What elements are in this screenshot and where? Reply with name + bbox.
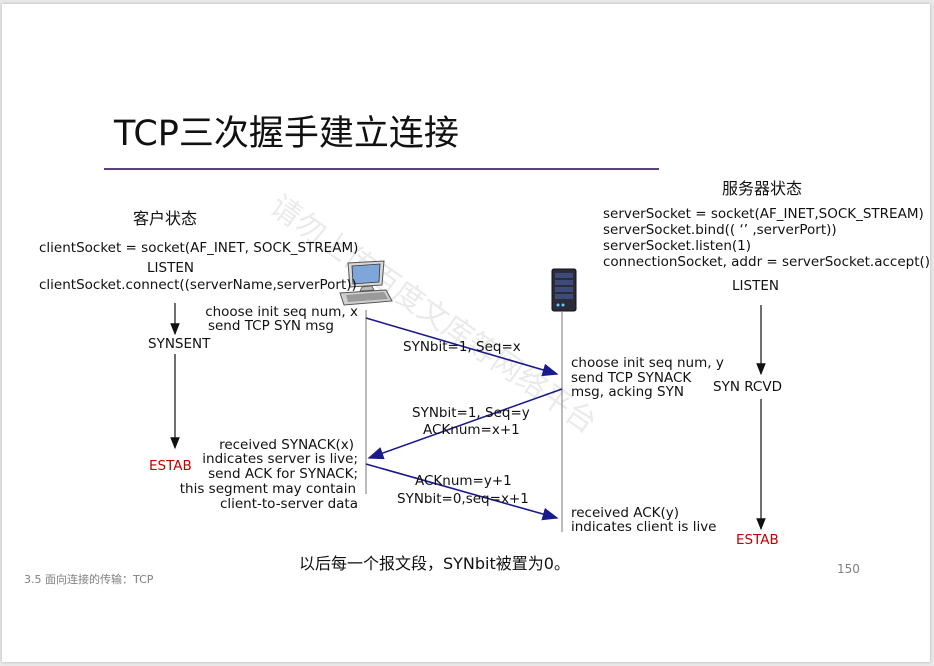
title-underline: [104, 168, 659, 170]
synack-arrow: [367, 388, 563, 460]
client-action-2-line-3: send ACK for SYNACK;: [208, 466, 358, 482]
client-action-1-line-1: choose init seq num, x: [205, 304, 358, 320]
server-code-socket: serverSocket = socket(AF_INET,SOCK_STREA…: [603, 206, 924, 222]
syn-message-label: SYNbit=1, Seq=x: [403, 339, 521, 355]
client-state-synsent: SYNSENT: [148, 336, 211, 352]
server-action-1-line-3: msg, acking SYN: [571, 384, 684, 400]
client-action-2-line-1: received SYNACK(x): [219, 437, 354, 453]
ack-arrow: [365, 463, 559, 521]
server-code-accept: connectionSocket, addr = serverSocket.ac…: [603, 254, 931, 270]
synack-message-label-2: ACKnum=x+1: [423, 422, 520, 438]
server-heading: 服务器状态: [722, 179, 803, 198]
client-action-1-line-2: send TCP SYN msg: [207, 318, 334, 334]
server-state-estab: ESTAB: [736, 532, 779, 548]
syn-arrow: [365, 317, 559, 377]
client-action-2-line-5: client-to-server data: [219, 496, 358, 512]
ack-message-label-1: ACKnum=y+1: [415, 473, 512, 489]
server-icon: [551, 268, 577, 312]
diagram-lines: [170, 303, 766, 532]
slide-page-number: 150: [837, 562, 860, 576]
server-action-1-line-1: choose init seq num, y: [571, 355, 724, 371]
server-action-2-line-2: indicates client is live: [571, 519, 717, 535]
server-action-1-line-2: send TCP SYNACK: [571, 370, 692, 386]
slide-note: 以后每一个报文段，SYNbit被置为0。: [299, 554, 570, 573]
client-code-socket: clientSocket = socket(AF_INET, SOCK_STRE…: [39, 240, 359, 256]
slide: 请勿上传百度文库等网络平台 TCP三次握手建立连接: [2, 4, 930, 662]
server-code-bind: serverSocket.bind(( ‘’ ,serverPort)): [603, 222, 837, 238]
client-action-2-line-4: this segment may contain: [179, 481, 356, 497]
client-action-2-line-2: indicates server is live;: [202, 451, 358, 467]
server-action-2-line-1: received ACK(y): [571, 505, 679, 521]
server-state-synrcvd: SYN RCVD: [713, 379, 782, 395]
client-code-connect: clientSocket.connect((serverName,serverP…: [39, 277, 357, 293]
client-heading: 客户状态: [133, 209, 198, 228]
computer-icon: [339, 260, 393, 306]
server-state-listen: LISTEN: [732, 278, 779, 294]
slide-title: TCP三次握手建立连接: [114, 114, 459, 154]
synack-message-label-1: SYNbit=1, Seq=y: [412, 405, 530, 421]
client-state-estab: ESTAB: [149, 458, 192, 474]
client-state-listen: LISTEN: [147, 260, 194, 276]
ack-message-label-2: SYNbit=0,seq=x+1: [397, 491, 529, 507]
server-code-listen: serverSocket.listen(1): [603, 238, 752, 254]
slide-footer-section: 3.5 面向连接的传输：TCP: [24, 573, 154, 586]
